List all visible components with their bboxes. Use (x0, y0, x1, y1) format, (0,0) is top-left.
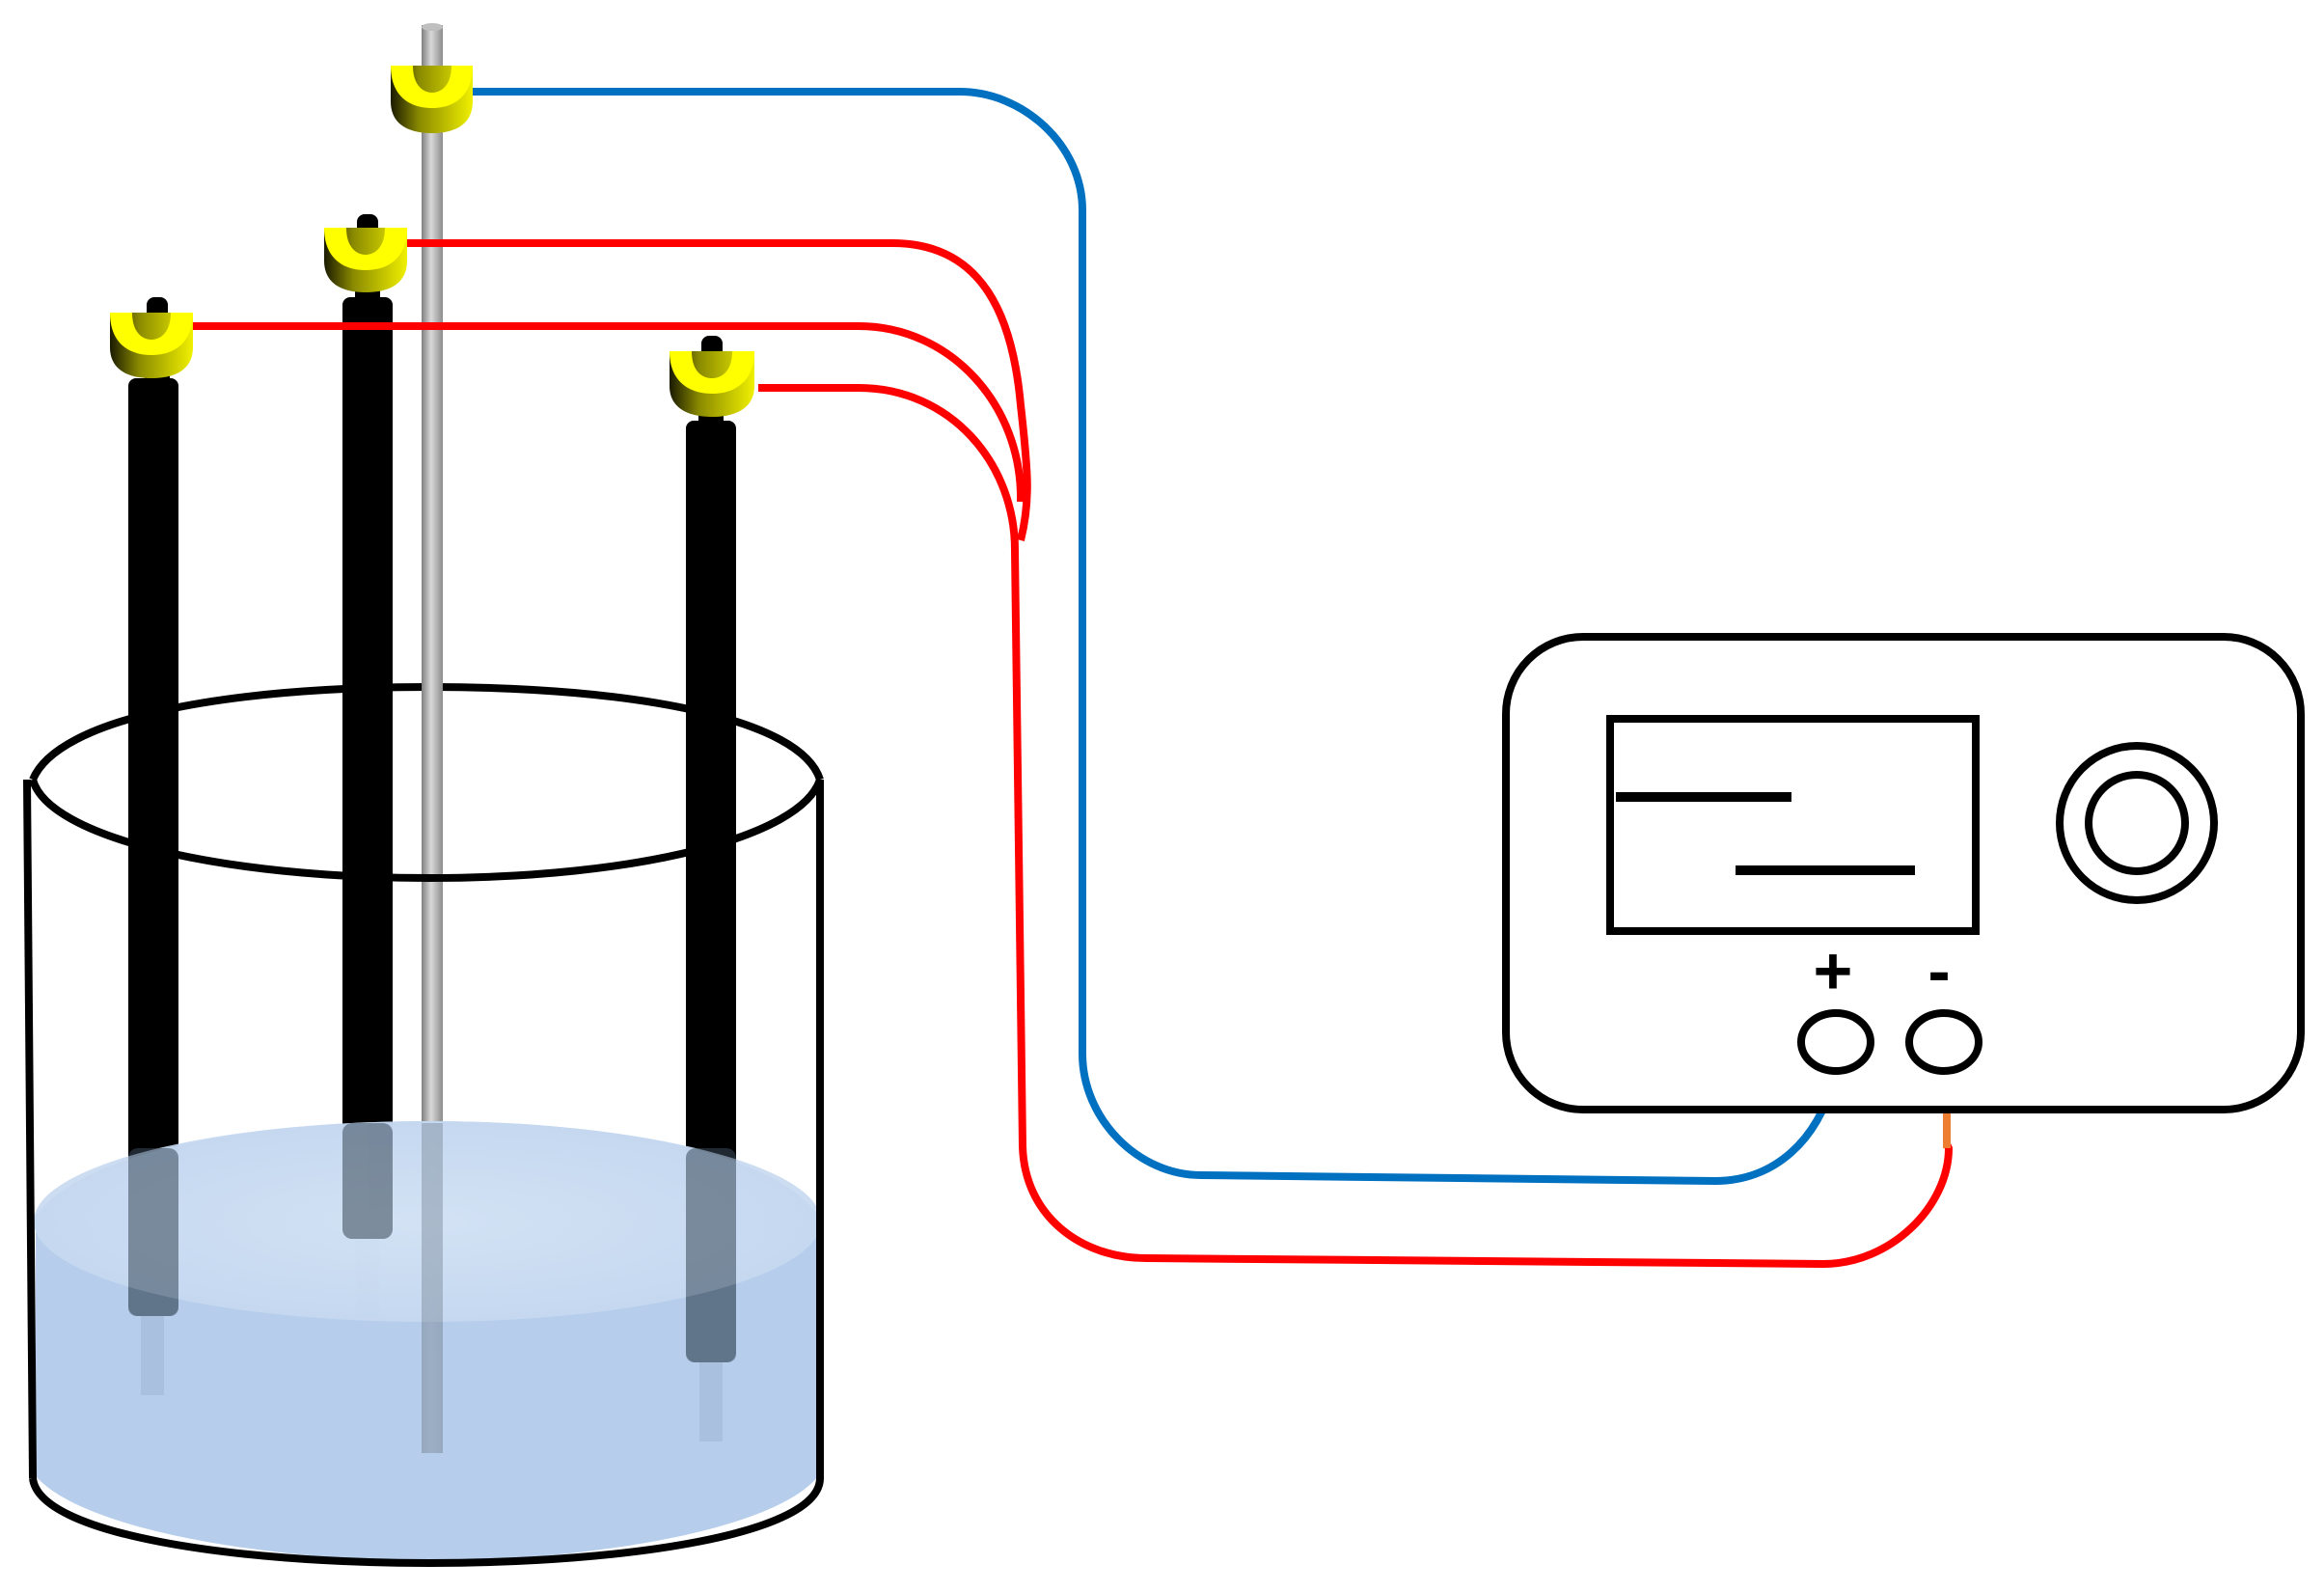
beaker-rim-front (29, 778, 824, 883)
reference-rod (422, 23, 443, 1453)
positive-terminal-label: + (1814, 933, 1853, 1008)
beaker-bottom (29, 1477, 824, 1568)
alligator-clip-icon (324, 228, 407, 292)
alligator-clip-icon (670, 351, 754, 417)
display-screen (1606, 715, 1980, 935)
negative-terminal[interactable] (1905, 1009, 1982, 1075)
positive-terminal[interactable] (1797, 1009, 1874, 1075)
wire-negative-right (758, 384, 1953, 1268)
alligator-clip-icon (110, 313, 193, 378)
wire-negative-left (193, 322, 1025, 503)
alligator-clip-icon (391, 66, 473, 133)
wire-negative-middle (407, 239, 1031, 541)
power-supply: + - (1502, 633, 2305, 1113)
beaker (23, 778, 824, 1568)
negative-terminal-label: - (1928, 933, 1950, 1008)
wire-positive (473, 88, 1843, 1185)
knob-icon[interactable] (2056, 742, 2218, 904)
submerged-electrode-tips (128, 1123, 736, 1453)
